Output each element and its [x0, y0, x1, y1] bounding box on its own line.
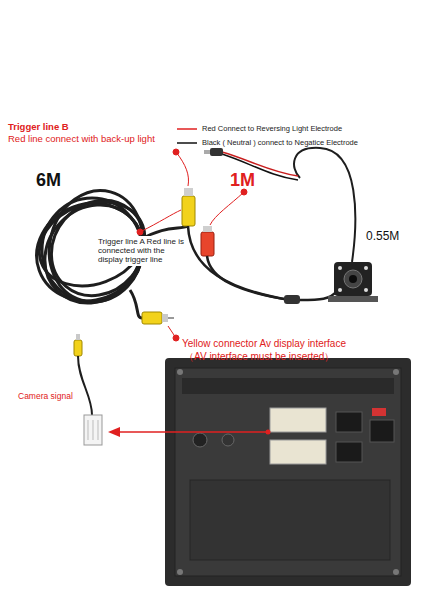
legend-line-sample	[176, 140, 198, 146]
signal-label: Camera signal	[18, 392, 73, 402]
rca-connectors	[182, 188, 214, 256]
trigger-note: Red line connect with back-up light	[8, 134, 155, 145]
legend-row: Red Connect to Reversing Light Electrode	[176, 124, 342, 133]
trigger-note: Trigger line A Red line is connected wit…	[96, 236, 186, 266]
pointer-arrow	[108, 427, 271, 437]
connector-note: Yellow connector Av display interface	[182, 338, 346, 350]
length-label: 6M	[36, 170, 61, 191]
legend-line-sample	[176, 126, 198, 132]
length-label: 0.55M	[366, 230, 399, 244]
connector-note: （AV interface must be inserted）	[184, 351, 334, 363]
length-label: 1M	[230, 170, 255, 191]
legend-text: Red Connect to Reversing Light Electrode	[202, 124, 342, 133]
signal-cable	[74, 334, 102, 445]
head-unit	[165, 358, 411, 586]
legend-row: Black ( Neutral ) connect to Negatice El…	[176, 138, 358, 147]
rca-plug	[142, 312, 174, 324]
legend-text: Black ( Neutral ) connect to Negatice El…	[202, 138, 358, 147]
trigger-heading: Trigger line B	[8, 122, 69, 133]
camera	[328, 262, 378, 302]
